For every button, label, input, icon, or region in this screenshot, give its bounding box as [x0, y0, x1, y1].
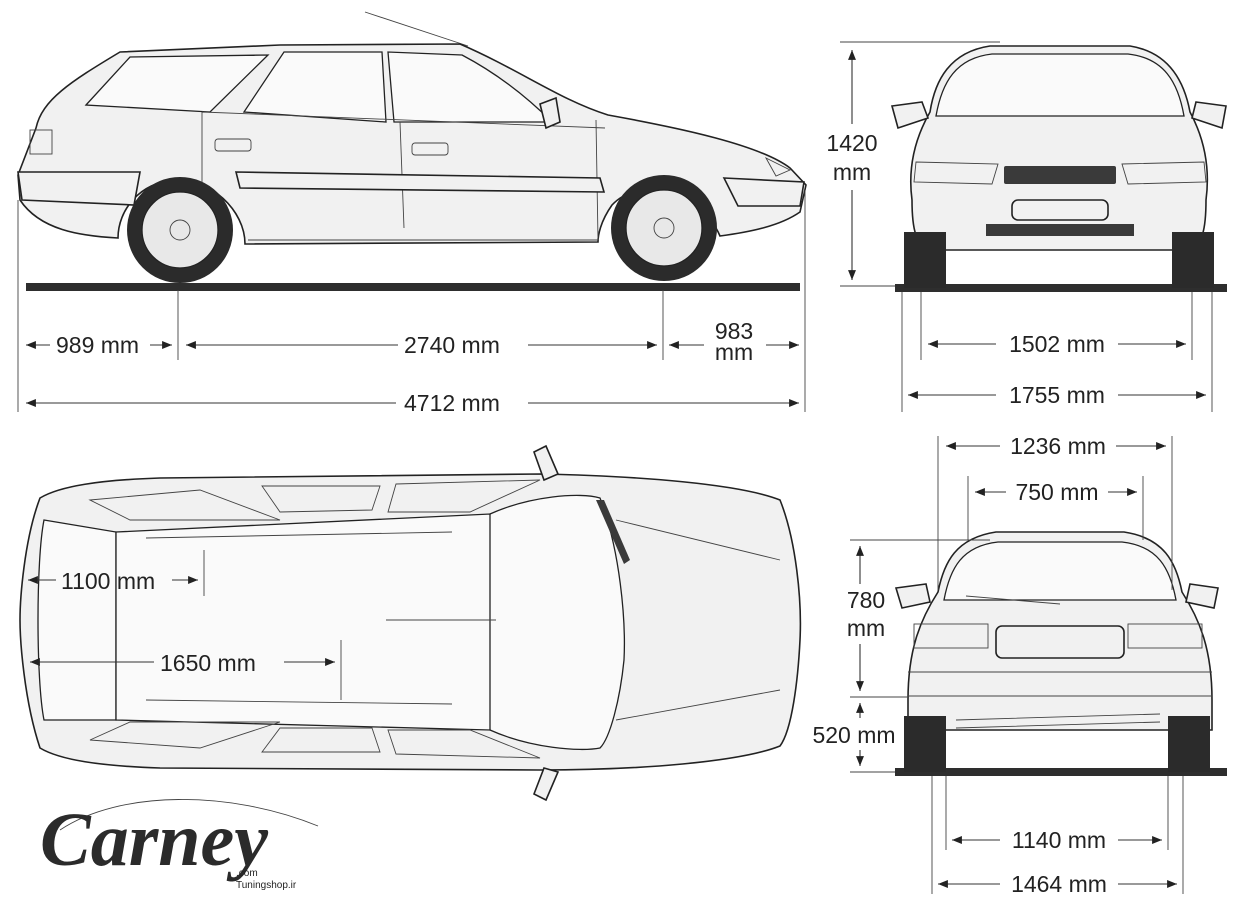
- rear-window-width-label: 750 mm: [1015, 479, 1098, 505]
- front-ground-line: [895, 284, 1227, 292]
- top-wiper-mark: [596, 500, 630, 564]
- side-tail-light: [29, 129, 53, 155]
- side-antenna: [364, 11, 469, 47]
- side-front-door-handle: [411, 142, 449, 156]
- rear-right-mirror: [1185, 583, 1219, 609]
- top-roof-rail-right: [145, 699, 453, 705]
- top-left-side-windows: [88, 479, 541, 521]
- side-front-wheel: [611, 175, 717, 281]
- side-front-bumper: [722, 177, 805, 207]
- logo-swoosh: [59, 799, 319, 831]
- front-air-intake: [986, 224, 1134, 236]
- logo-suffix: .com: [236, 868, 258, 879]
- rear-ground-line: [895, 768, 1227, 776]
- front-left-headlight: [913, 161, 999, 185]
- sill-height-label: 520 mm: [812, 722, 895, 748]
- rear-wiper: [965, 595, 1061, 605]
- top-roof-rail-left: [145, 531, 453, 539]
- rear-overhang-unit: mm: [715, 339, 753, 365]
- opening-height-value: 780: [847, 587, 885, 613]
- front-right-headlight: [1121, 161, 1207, 185]
- front-view: [890, 45, 1227, 292]
- rear-view: [894, 531, 1227, 776]
- side-dimensions: [17, 190, 806, 412]
- brand-logo: Carney .com Tuningshop.ir: [40, 798, 319, 891]
- front-right-tire: [1172, 232, 1214, 288]
- side-window-middle: [242, 51, 387, 123]
- front-windshield: [935, 53, 1185, 117]
- tailgate-top-width-label: 1236 mm: [1010, 433, 1106, 459]
- side-rear-wheel: [127, 177, 233, 283]
- top-view: [19, 444, 802, 802]
- rear-overhang-value: 983: [715, 318, 753, 344]
- top-dimensions: [28, 550, 342, 700]
- top-right-mirror: [532, 767, 560, 802]
- opening-height-unit: mm: [847, 615, 885, 641]
- side-headlight: [764, 156, 792, 177]
- top-rear-window: [37, 519, 117, 721]
- front-right-mirror: [1191, 101, 1227, 130]
- logo-site: Tuningshop.ir: [236, 880, 297, 891]
- front-track-label: 1502 mm: [1009, 331, 1105, 357]
- rear-left-mirror: [894, 583, 931, 609]
- side-view: [17, 11, 807, 291]
- rear-right-tire: [1168, 716, 1210, 772]
- height-unit: mm: [833, 159, 871, 185]
- front-left-mirror: [890, 101, 930, 130]
- side-rub-strip: [234, 171, 606, 193]
- height-value: 1420: [826, 130, 877, 156]
- top-left-mirror: [533, 444, 560, 482]
- top-roof: [115, 513, 491, 731]
- side-rear-door-handle: [214, 138, 252, 152]
- top-windshield: [484, 494, 625, 751]
- rear-plate: [995, 625, 1125, 659]
- rear-window: [943, 541, 1177, 601]
- side-rear-bumper: [17, 171, 141, 206]
- front-plate: [1011, 199, 1109, 221]
- cargo-length-label: 1650 mm: [160, 650, 256, 676]
- rear-bumper: [908, 671, 1212, 697]
- front-dimensions: [840, 41, 1213, 412]
- rear-right-light: [1127, 623, 1203, 649]
- total-width-label: 1755 mm: [1009, 382, 1105, 408]
- side-window-rear: [84, 54, 270, 113]
- rear-track-label: 1140 mm: [1012, 827, 1106, 853]
- top-right-side-windows: [89, 721, 541, 759]
- side-ground-line: [26, 283, 800, 291]
- rear-exhaust: [955, 713, 1161, 729]
- total-length-label: 4712 mm: [404, 390, 500, 416]
- logo-main-text: Carney: [40, 798, 268, 882]
- wheelbase-label: 2740 mm: [404, 332, 500, 358]
- rear-dimensions: [850, 436, 1184, 894]
- rear-left-light: [913, 623, 989, 649]
- rear-width-label: 1464 mm: [1011, 871, 1107, 897]
- cargo-width-label: 1100 mm: [61, 568, 155, 594]
- top-hood-lines: [615, 519, 781, 721]
- front-overhang-label: 989 mm: [56, 332, 139, 358]
- front-left-tire: [904, 232, 946, 288]
- rear-left-tire: [904, 716, 946, 772]
- side-mirror: [539, 96, 561, 130]
- front-grille: [1004, 166, 1116, 184]
